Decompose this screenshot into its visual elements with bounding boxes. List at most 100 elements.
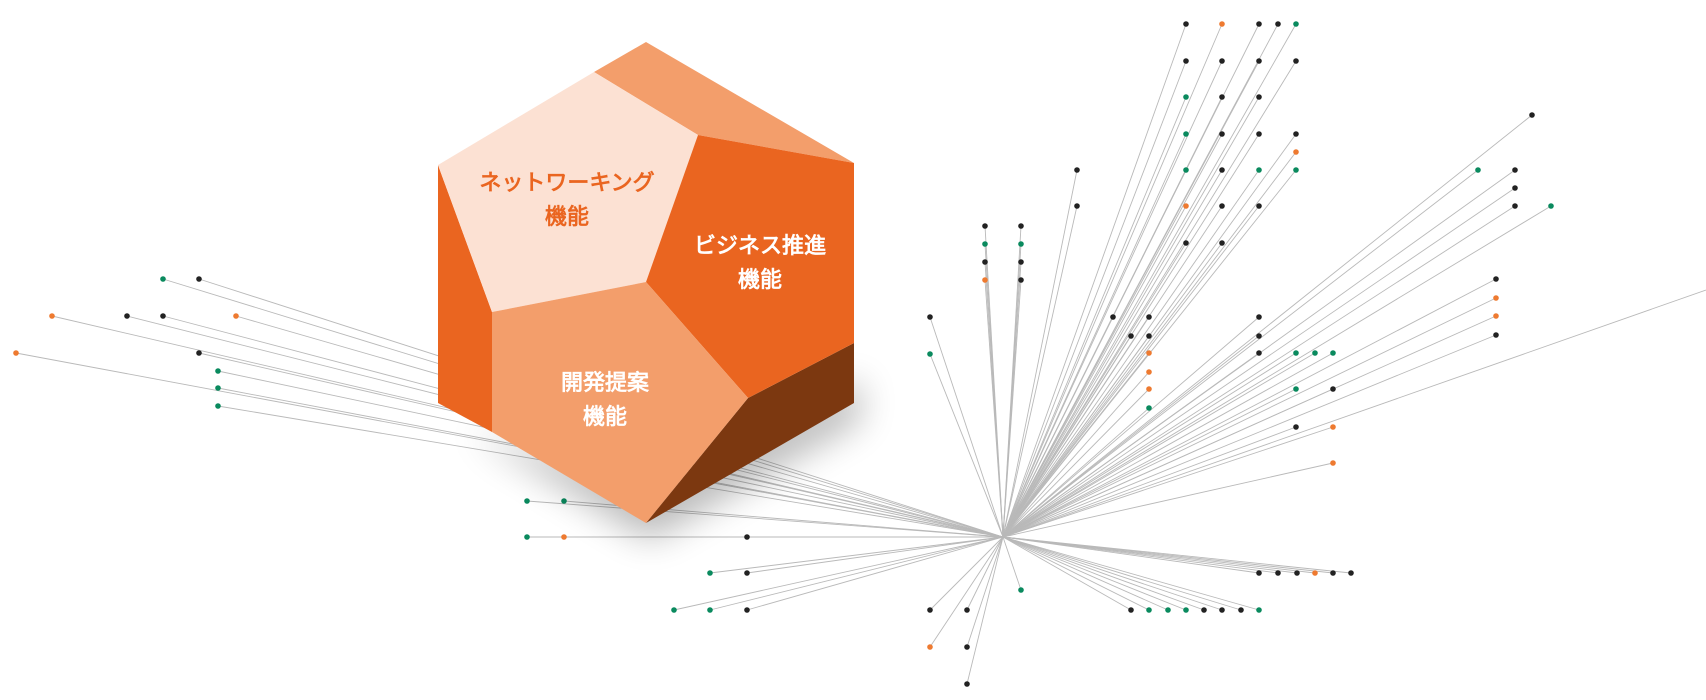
network-node (1493, 295, 1499, 301)
business-label-line1: ビジネス推進 (694, 234, 826, 259)
network-line (1002, 278, 1497, 538)
network-node (927, 607, 933, 613)
network-node (982, 241, 988, 247)
network-node (1256, 58, 1262, 64)
network-node (1219, 58, 1225, 64)
network-node (1146, 314, 1152, 320)
network-node (1219, 131, 1225, 137)
network-line (1002, 297, 1497, 538)
network-node (1146, 369, 1152, 375)
network-line (966, 536, 1004, 648)
network-line (1002, 316, 1260, 538)
network-line (746, 536, 1004, 574)
network-line (1002, 242, 1187, 538)
network-node (1493, 276, 1499, 282)
network-node (196, 350, 202, 356)
network-line (1002, 133, 1187, 538)
network-line (1002, 536, 1260, 611)
network-node (1018, 587, 1024, 593)
network-line (1002, 169, 1223, 538)
network-node (1256, 94, 1262, 100)
network-node (1529, 112, 1535, 118)
network-node (707, 570, 713, 576)
network-node (215, 385, 221, 391)
network-node (1293, 167, 1299, 173)
network-node (707, 607, 713, 613)
network-line (1002, 315, 1497, 538)
business-face (646, 135, 854, 398)
network-node (1146, 405, 1152, 411)
network-node (1238, 607, 1244, 613)
network-line (1002, 96, 1260, 538)
network-line (929, 353, 1004, 538)
network-line (1002, 536, 1169, 611)
network-node (215, 368, 221, 374)
network-line (1002, 289, 1706, 538)
network-node (1330, 460, 1336, 466)
network-node (1219, 240, 1225, 246)
network-line (746, 536, 1004, 611)
network-node (1293, 131, 1299, 137)
network-node (982, 277, 988, 283)
network-line (1002, 426, 1297, 538)
network-line (1002, 335, 1150, 538)
network-node (1201, 607, 1207, 613)
network-node (744, 607, 750, 613)
network-line (1002, 352, 1297, 538)
networking-face (438, 72, 698, 312)
network-line (1002, 388, 1150, 538)
network-node (1165, 607, 1171, 613)
network-line (929, 536, 1004, 648)
network-node (1183, 58, 1189, 64)
network-node (196, 276, 202, 282)
network-node (1183, 607, 1189, 613)
network-node (1493, 332, 1499, 338)
network-node (1219, 203, 1225, 209)
network-node (1312, 350, 1318, 356)
network-node (1256, 314, 1262, 320)
network-line (1002, 133, 1223, 538)
network-line (709, 536, 1004, 574)
network-line (1002, 335, 1132, 538)
network-line (1002, 60, 1297, 538)
network-line (1002, 352, 1150, 538)
network-node (744, 570, 750, 576)
network-node (1183, 131, 1189, 137)
network-node (1074, 167, 1080, 173)
network-node (964, 607, 970, 613)
network-node (982, 259, 988, 265)
top-face (594, 42, 854, 163)
development-label-line1: 開発提案 (561, 370, 650, 396)
network-node (561, 534, 567, 540)
network-line (1002, 23, 1223, 538)
network-node (160, 276, 166, 282)
network-node (1018, 223, 1024, 229)
network-node (1110, 314, 1116, 320)
network-line (1002, 169, 1078, 538)
network-node (1275, 21, 1281, 27)
network-line (1002, 536, 1352, 574)
network-node (1512, 203, 1518, 209)
network-node (1275, 570, 1281, 576)
network-node (1330, 386, 1336, 392)
network-node (1146, 607, 1152, 613)
network-node (1512, 185, 1518, 191)
network-node (1512, 167, 1518, 173)
network-line (1002, 279, 1022, 538)
network-line (966, 536, 1004, 611)
network-node (1183, 94, 1189, 100)
network-line (1002, 169, 1479, 538)
network-line (1002, 462, 1334, 538)
network-line (1002, 151, 1297, 538)
network-node (160, 313, 166, 319)
network-node (1018, 277, 1024, 283)
network-line (1002, 371, 1150, 538)
network-node (927, 314, 933, 320)
network-node (1183, 240, 1189, 246)
network-node (1219, 607, 1225, 613)
network-lines (15, 23, 1706, 685)
network-node (524, 498, 530, 504)
network-node (964, 644, 970, 650)
network-node (233, 313, 239, 319)
